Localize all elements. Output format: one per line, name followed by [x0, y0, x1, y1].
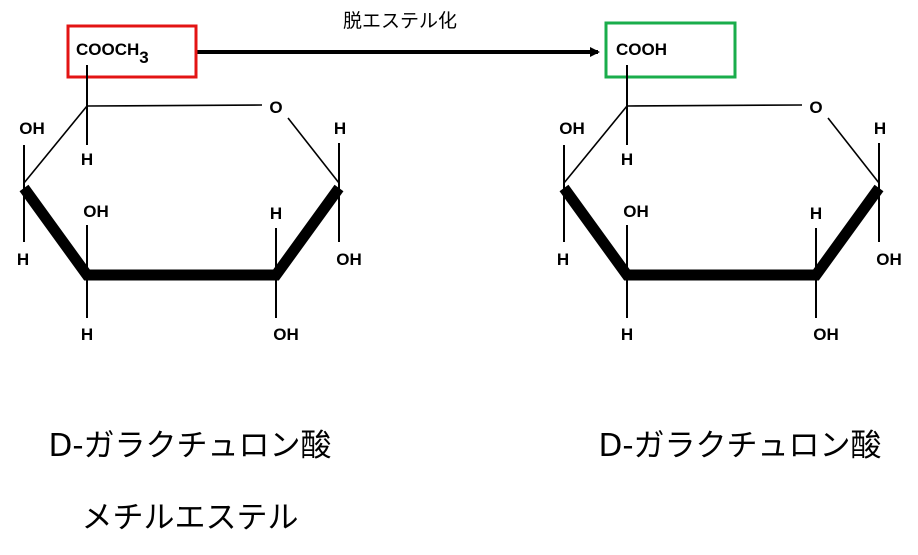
atom-oh: OH: [273, 325, 299, 344]
atom-h: H: [270, 204, 282, 223]
atom-h: H: [621, 325, 633, 344]
atom-h: H: [81, 150, 93, 169]
atom-oh: OH: [19, 119, 45, 138]
atom-h: H: [810, 204, 822, 223]
atom-oh: OH: [83, 202, 109, 221]
atom-oh: OH: [813, 325, 839, 344]
product-name: D-ガラクチュロン酸: [598, 428, 881, 464]
reactant-molecule: COOCH3 O H OH H OH H H OH H OH D-ガラクチュロン…: [17, 24, 362, 536]
reactant-highlight-box: [66, 24, 198, 79]
atom-h: H: [81, 325, 93, 344]
reactant-name-line2: メチルエステル: [82, 500, 299, 536]
atom-h: H: [874, 119, 886, 138]
reactant-name-line1: D-ガラクチュロン酸: [48, 428, 331, 464]
atom-h: H: [334, 119, 346, 138]
atom-oh: OH: [336, 250, 362, 269]
atom-h: H: [17, 250, 29, 269]
ring-oxygen: O: [269, 98, 282, 117]
reaction-label: 脱エステル化: [343, 10, 457, 32]
product-ring: [559, 65, 884, 318]
atom-oh: OH: [623, 202, 649, 221]
product-group: COOH: [616, 40, 667, 59]
product-highlight-box: [604, 21, 737, 79]
atom-h: H: [621, 150, 633, 169]
product-molecule: COOH O H OH H OH H H OH H OH D-ガラクチュロン酸: [557, 21, 902, 464]
atom-oh: OH: [876, 250, 902, 269]
atom-h: H: [557, 250, 569, 269]
reactant-group: COOCH3: [76, 40, 149, 67]
reactant-ring: [19, 65, 344, 318]
ring-oxygen: O: [809, 98, 822, 117]
atom-oh: OH: [559, 119, 585, 138]
